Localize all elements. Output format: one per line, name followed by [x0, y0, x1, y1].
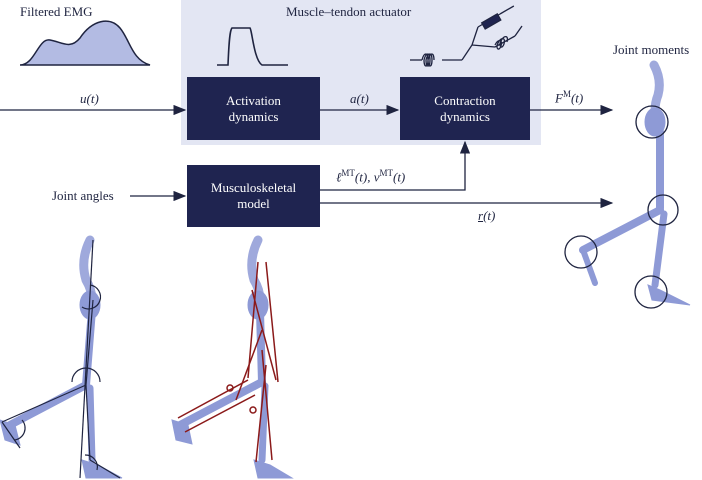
a-signal-label: a(t): [350, 91, 369, 106]
actuator-title: Muscle–tendon actuator: [286, 4, 412, 19]
activation-line1: Activation: [226, 92, 281, 108]
activation-curve: [217, 27, 288, 66]
skeleton-joint-moments: [579, 60, 691, 306]
musculoskeletal-line1: Musculoskeletal: [210, 180, 297, 195]
musculoskeletal-line2: model: [237, 196, 270, 211]
contraction-line2: dynamics: [440, 108, 490, 124]
muscle-force-label: FM(t): [555, 89, 584, 106]
joint-angles-label: Joint angles: [52, 188, 114, 203]
muscle-lines: [177, 261, 279, 463]
joint-moments-label: Joint moments: [613, 42, 690, 57]
activation-line2: dynamics: [228, 108, 279, 124]
length-velocity-label: ℓMT(t), vMT(t): [336, 168, 406, 185]
activation-dynamics-block: Activation dynamics: [187, 77, 320, 140]
emg-curve: [19, 20, 151, 66]
contraction-line1: Contraction: [434, 92, 496, 108]
u-signal-label: u(t): [80, 91, 99, 106]
skeleton-joint-angles: [0, 235, 123, 479]
joint-angle-lines: [1, 239, 121, 479]
joint-moment-circles: [564, 105, 679, 309]
length-velocity-arrow: [320, 140, 471, 191]
musculoskeletal-model-block: Musculoskeletal model: [187, 165, 320, 227]
moment-arm-label: r(t): [478, 208, 496, 223]
contraction-dynamics-block: Contraction dynamics: [400, 77, 530, 140]
spring-damper-icon: [410, 5, 523, 67]
emg-title: Filtered EMG: [20, 4, 93, 19]
skeleton-muscles: [171, 235, 294, 479]
